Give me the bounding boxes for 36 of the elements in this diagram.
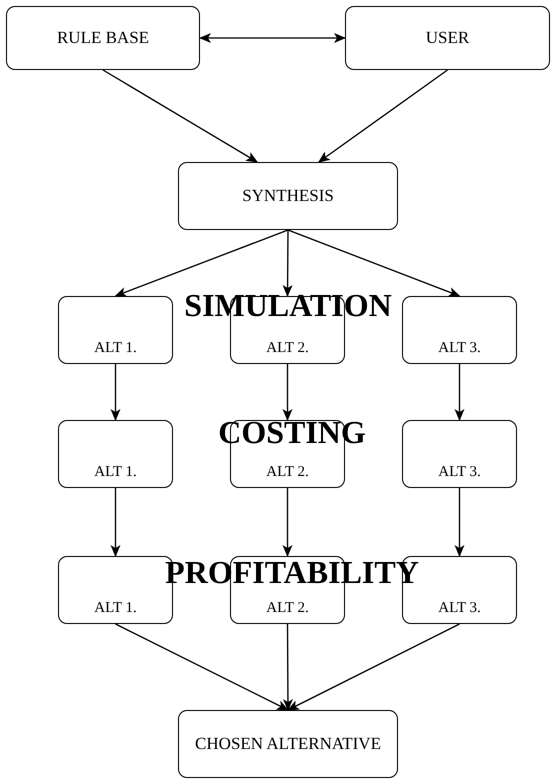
process-box (58, 420, 173, 488)
process-box (402, 296, 517, 364)
arrow (114, 229, 288, 297)
arrow (110, 488, 120, 557)
process-box (58, 296, 173, 364)
box-label: ALT 2. (266, 599, 309, 617)
box-label: RULE BASE (56, 28, 150, 48)
arrow (102, 69, 258, 163)
arrow (282, 488, 292, 557)
process-box (402, 420, 517, 488)
arrow (287, 623, 460, 711)
arrow (282, 624, 293, 711)
box-label: ALT 2. (266, 463, 309, 481)
process-box (6, 6, 200, 70)
box-label: SYNTHESIS (242, 186, 334, 206)
arrow (199, 33, 346, 43)
process-box (178, 162, 398, 230)
arrow (115, 623, 289, 711)
box-label: ALT 1. (94, 339, 137, 357)
box-label: ALT 3. (438, 463, 481, 481)
box-label: ALT 1. (94, 599, 137, 617)
arrow (282, 230, 293, 297)
box-label: ALT 3. (438, 339, 481, 357)
process-box (178, 710, 398, 778)
box-label: CHOSEN ALTERNATIVE (195, 734, 381, 754)
arrow (454, 364, 464, 421)
box-label: USER (426, 28, 470, 48)
box-label: ALT 3. (438, 599, 481, 617)
process-box (345, 6, 550, 70)
box-label: ALT 2. (266, 339, 309, 357)
box-label: ALT 1. (94, 463, 137, 481)
arrow (454, 488, 464, 557)
arrow (110, 364, 120, 421)
arrow (282, 364, 292, 421)
arrow (318, 69, 448, 163)
arrow (288, 229, 460, 297)
